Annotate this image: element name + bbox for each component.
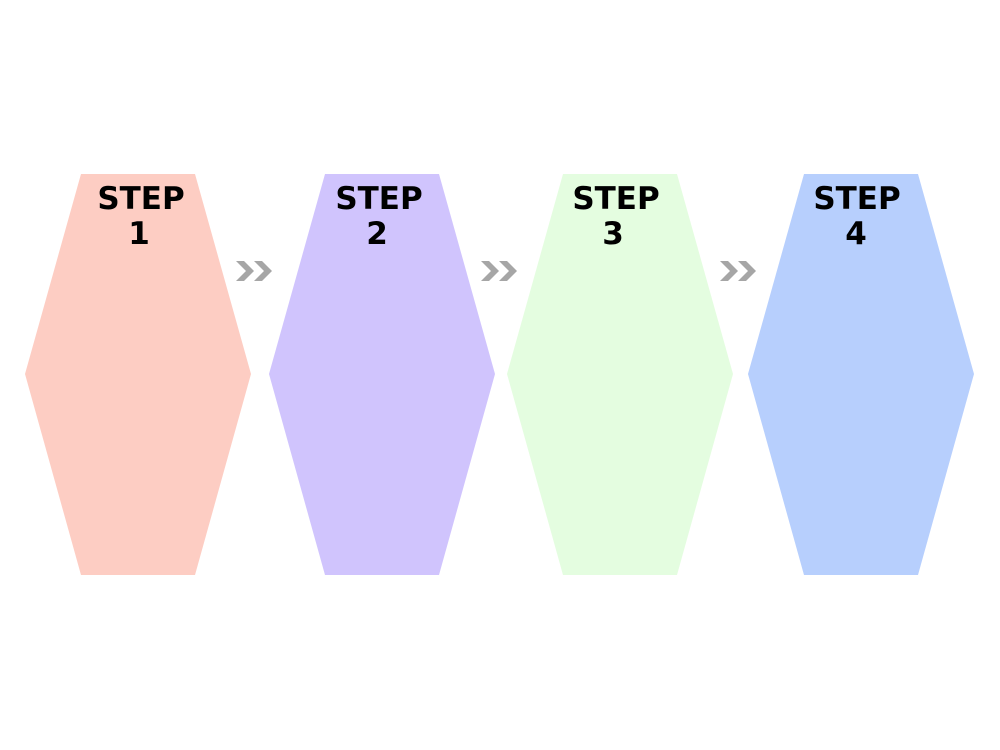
step-3-hexagon bbox=[507, 174, 733, 575]
step-1: STEP 1 bbox=[25, 174, 251, 575]
step-2-label-line2: 2 bbox=[366, 216, 388, 252]
step-3-label-line2: 3 bbox=[602, 216, 624, 252]
double-chevron-right-icon bbox=[236, 261, 272, 281]
step-4: STEP 4 bbox=[748, 174, 974, 575]
step-4-label-line2: 4 bbox=[845, 216, 867, 252]
step-2: STEP 2 bbox=[269, 174, 495, 575]
step-1-label-line1: STEP bbox=[97, 181, 184, 217]
step-2-hexagon bbox=[269, 174, 495, 575]
step-4-hexagon bbox=[748, 174, 974, 575]
step-4-label-line1: STEP bbox=[813, 181, 900, 217]
step-3-label-line1: STEP bbox=[572, 181, 659, 217]
step-1-label-line2: 1 bbox=[128, 216, 150, 252]
double-chevron-right-icon bbox=[720, 261, 756, 281]
double-chevron-right-icon bbox=[481, 261, 517, 281]
step-3: STEP 3 bbox=[507, 174, 733, 575]
step-2-label-line1: STEP bbox=[335, 181, 422, 217]
step-1-hexagon bbox=[25, 174, 251, 575]
